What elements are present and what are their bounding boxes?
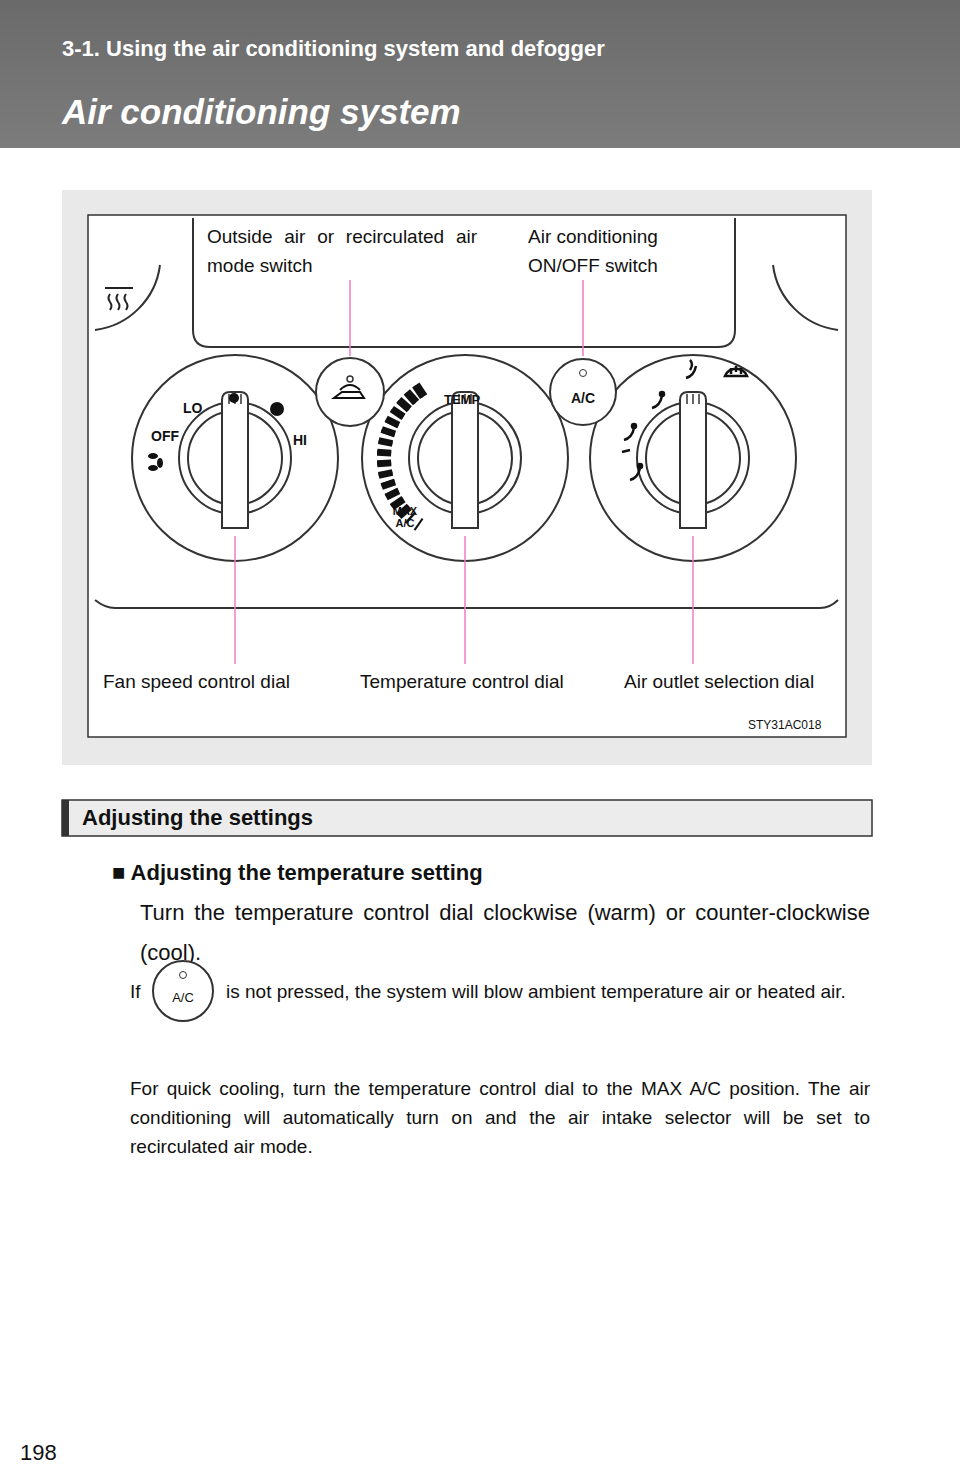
ac-button: A/C xyxy=(549,358,617,426)
scale-dash xyxy=(382,429,395,434)
dial-mark: LO xyxy=(183,400,202,416)
dial-mark: OFF xyxy=(151,428,179,444)
indicator xyxy=(179,971,187,979)
page-number: 198 xyxy=(20,1440,57,1466)
scale-dash xyxy=(407,392,416,403)
outlet-icons xyxy=(622,360,747,480)
section-box: Adjusting the settings xyxy=(74,800,872,836)
fan-icon xyxy=(148,453,163,471)
scale-dash xyxy=(377,460,391,466)
section-bar-mark xyxy=(62,800,69,836)
figure-panel xyxy=(62,190,872,765)
node-text: A/C xyxy=(172,990,194,1005)
indicator xyxy=(347,376,353,382)
dial xyxy=(132,355,796,561)
temp-scale xyxy=(377,385,423,530)
panel-edge xyxy=(95,600,838,608)
section-bar xyxy=(62,800,872,836)
vent-outline xyxy=(95,265,160,330)
recirc-icon xyxy=(334,385,364,398)
callout-label: Outside air or recirculated air mode swi… xyxy=(207,222,477,280)
dial-mark: TEMP xyxy=(444,392,480,407)
fan-dot xyxy=(270,402,284,416)
section-header: 3-1. Using the air conditioning system a… xyxy=(62,36,605,62)
recirc-button xyxy=(316,358,384,426)
display-bezel xyxy=(193,218,735,347)
leader-line xyxy=(235,280,693,664)
scale-dash xyxy=(377,452,391,453)
dial-grip xyxy=(222,392,706,528)
node-text: A/C xyxy=(571,390,595,406)
dial-mark: HI xyxy=(293,432,307,448)
callout-label: Air conditioning ON/OFF switch xyxy=(528,222,678,280)
node-text: Adjusting the settings xyxy=(82,805,313,831)
scale-dash xyxy=(416,385,424,397)
body-text: Turn the temperature control dial clockw… xyxy=(140,893,870,973)
scale-dash xyxy=(377,451,391,457)
body-text: For quick cooling, turn the temperature … xyxy=(130,1074,870,1161)
callout-label: Fan speed control dial xyxy=(103,671,290,693)
callout-label: Temperature control dial xyxy=(360,671,564,693)
scale-dash xyxy=(386,419,399,425)
scale-dash xyxy=(386,491,399,497)
scale-dash xyxy=(399,400,410,409)
scale-dash xyxy=(392,409,404,417)
scale-dash xyxy=(379,440,393,443)
indicator xyxy=(579,369,587,377)
dial-mark: MAX A/C xyxy=(388,505,422,529)
fan-dot xyxy=(229,393,239,403)
header-band xyxy=(0,0,960,148)
scale-dash xyxy=(377,463,391,464)
page-title: Air conditioning system xyxy=(62,92,461,132)
scale-dash xyxy=(382,482,395,487)
figure-frame xyxy=(88,215,846,737)
ac-icon: A/C xyxy=(152,960,214,1022)
callout-label: Air outlet selection dial xyxy=(624,671,814,693)
body-text: If xyxy=(130,972,141,1012)
figure-code: STY31AC018 xyxy=(748,718,821,732)
vent-outline xyxy=(773,265,838,330)
subheading: ■ Adjusting the temperature setting xyxy=(112,860,483,886)
body-text: is not pressed, the system will blow amb… xyxy=(130,972,870,1012)
scale-dash xyxy=(415,519,423,530)
scale-dash xyxy=(379,473,393,476)
defogger-icon xyxy=(105,288,133,310)
